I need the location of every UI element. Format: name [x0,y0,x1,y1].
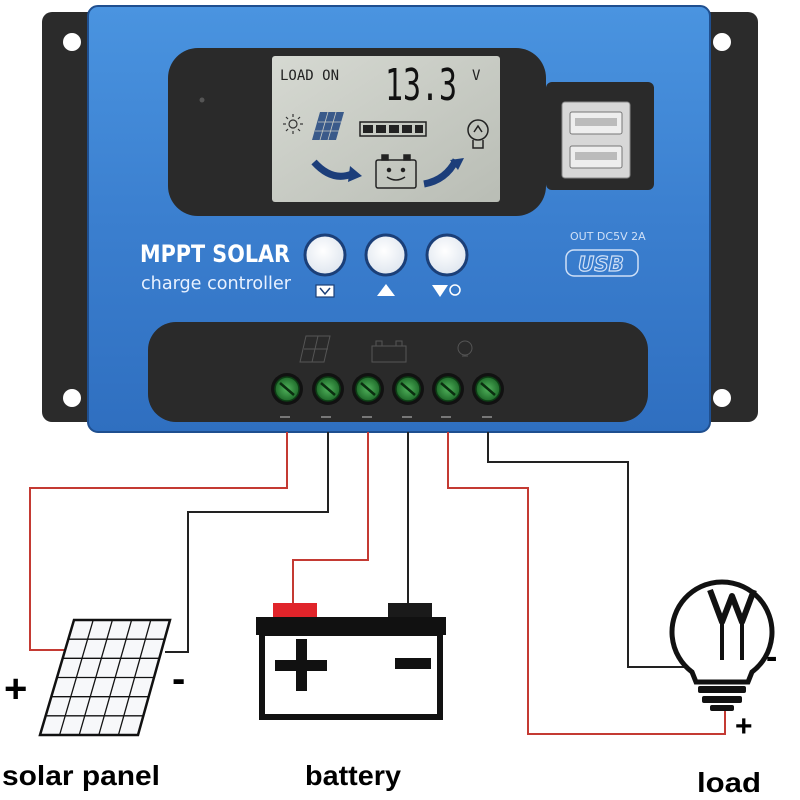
up-arrow-icon [377,284,395,296]
up-button[interactable] [364,233,408,277]
mount-hole-icon [713,33,731,51]
screw-slot [279,382,295,396]
brand-title: MPPT SOLAR [140,240,290,268]
screw-slot [440,382,456,396]
terminal-panel [148,322,648,422]
mount-hole-icon [63,33,81,51]
battery-minus-icon [395,658,431,669]
wire-load-positive [447,432,726,735]
solar-terminal-icon [299,335,331,363]
solar-panel-grid [45,619,165,736]
battery-terminal-icon [371,340,407,363]
battery-body [259,630,443,720]
solar-minus-sign: - [172,657,185,701]
screw-slot [480,382,496,396]
wire-load-negative [487,432,690,668]
charge-arrow-icon [311,159,354,180]
load-label: load [697,767,761,798]
solar-panel [38,618,172,737]
screw-slot [360,382,376,396]
load-plus-sign: + [735,710,753,743]
battery-level-icon [359,121,427,137]
wire-solar-positive [29,432,288,651]
lcd-voltage: 13.3 [385,60,457,111]
screw-slot [320,382,336,396]
battery [256,603,446,720]
load-terminal-icon [457,340,473,357]
sun-icon [283,114,303,134]
solar-panel-icon [312,111,344,141]
load-minus-sign: - [766,638,777,676]
mount-hole-icon [713,389,731,407]
bulb-icon [669,579,775,711]
lcd-status: LOAD ON [280,68,339,84]
mount-hole-icon [63,389,81,407]
terminal-block [271,373,504,405]
battery-label: battery [305,760,401,791]
solar-panel-label: solar panel [2,760,160,791]
lcd-unit: V [472,68,481,84]
load-bulb-icon [467,119,489,149]
wiring [29,432,726,735]
battery-terminal-positive [273,603,317,617]
wire-battery-positive [292,432,369,604]
wire-solar-negative [165,432,329,653]
down-button[interactable] [425,233,469,277]
menu-button[interactable] [303,233,347,277]
battery-face-icon [375,154,417,189]
solar-plus-sign: + [4,667,27,711]
svg-text:USB: USB [578,252,624,276]
charge-controller: LOAD ON 13.3 V [42,5,758,433]
usb-logo: USB [565,249,639,277]
down-arrow-bulb-icon [432,284,461,297]
brand-subtitle: charge controller [141,273,292,294]
menu-icon [315,284,335,298]
battery-terminal-negative [388,603,432,617]
screw-slot [400,382,416,396]
battery-plus-icon [275,639,327,691]
usb-spec: OUT DC5V 2A [570,230,646,243]
